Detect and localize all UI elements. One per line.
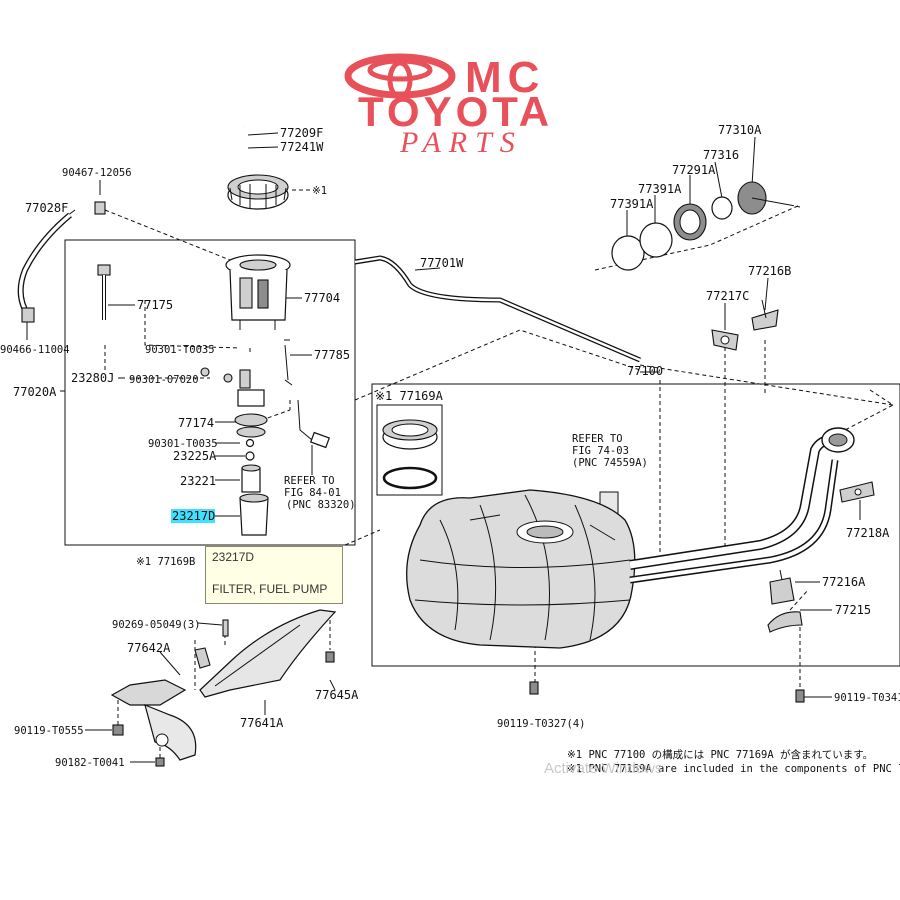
label-90467[interactable]: 90467-12056 <box>62 167 132 179</box>
protector-77641A <box>194 609 337 698</box>
label-77169A[interactable]: ※1 77169A <box>375 389 444 403</box>
label-refer-1c: (PNC 83320) <box>286 499 356 511</box>
note-japanese: ※1 PNC 77100 の構成には PNC 77169A が含まれています。 <box>567 748 873 761</box>
brand-line2: TOYOTA <box>358 88 553 135</box>
label-refer-2c: (PNC 74559A) <box>572 457 648 469</box>
label-77215[interactable]: 77215 <box>835 603 871 617</box>
label-90119-a[interactable]: 90119-T0555 <box>14 725 84 737</box>
brand-line1: MC <box>465 53 545 102</box>
label-77645A[interactable]: 77645A <box>315 688 359 702</box>
tube-77701W <box>354 255 641 363</box>
toyota-logo <box>344 53 456 100</box>
label-77391A-b[interactable]: 77391A <box>610 197 654 211</box>
label-77642A[interactable]: 77642A <box>127 641 171 655</box>
pipe-brackets <box>767 481 875 633</box>
label-77169B[interactable]: ※1 77169B <box>136 556 195 568</box>
label-note-ref-1: ※1 <box>312 185 327 197</box>
fuel-tank <box>406 489 636 649</box>
label-90269[interactable]: 90269-05049(3) <box>112 619 201 631</box>
label-90466[interactable]: 90466-11004 <box>0 344 70 356</box>
hose-clip <box>21 307 35 323</box>
label-77028F[interactable]: 77028F <box>25 201 68 215</box>
label-77020A[interactable]: 77020A <box>13 385 57 399</box>
label-90119-c[interactable]: 90119-T0341 <box>834 692 900 704</box>
label-90182[interactable]: 90182-T0041 <box>55 757 125 769</box>
label-77704[interactable]: 77704 <box>304 291 340 305</box>
label-77241W[interactable]: 77241W <box>280 140 324 154</box>
label-23280J[interactable]: 23280J <box>71 371 114 385</box>
label-77218A[interactable]: 77218A <box>846 526 890 540</box>
label-23221[interactable]: 23221 <box>180 474 216 488</box>
label-refer-2a: REFER TO <box>572 433 623 445</box>
level-sensor <box>97 264 111 320</box>
label-90301-b[interactable]: 90301-07020 <box>129 374 199 386</box>
pump-module <box>225 254 291 330</box>
label-77175[interactable]: 77175 <box>137 298 173 312</box>
label-refer-2b: FIG 74-03 <box>572 445 629 457</box>
tank-assembly-frame <box>371 383 900 667</box>
pump-internal-parts <box>200 367 330 536</box>
label-90119-b[interactable]: 90119-T0327(4) <box>497 718 586 730</box>
selected-part-highlight <box>171 509 215 523</box>
label-77310A[interactable]: 77310A <box>718 123 762 137</box>
label-77785[interactable]: 77785 <box>314 348 350 362</box>
label-90301-a[interactable]: 90301-T0035 <box>145 344 215 356</box>
vent-hose <box>162 127 246 226</box>
note-english: ※1 PNC 77169A are included in the compon… <box>567 763 900 775</box>
inset-77169A <box>376 404 443 496</box>
filler-pipe <box>629 427 855 584</box>
filler-cap-parts <box>611 181 801 271</box>
filler-brackets <box>711 299 779 351</box>
activation-watermark: Activate Windows <box>544 760 663 777</box>
label-refer-1a: REFER TO <box>284 475 335 487</box>
label-77216B[interactable]: 77216B <box>748 264 791 278</box>
pump-assembly-frame <box>64 239 356 546</box>
hose-clamp <box>94 201 106 215</box>
label-77174[interactable]: 77174 <box>178 416 214 430</box>
label-refer-1b: FIG 84-01 <box>284 487 341 499</box>
part-tooltip: 23217D FILTER, FUEL PUMP <box>205 546 343 604</box>
label-77641A[interactable]: 77641A <box>240 716 284 730</box>
retainer-ring-top <box>227 174 289 210</box>
tooltip-part-code: 23217D <box>212 550 255 564</box>
label-77391A-a[interactable]: 77391A <box>638 182 682 196</box>
bracket-77642A <box>110 679 197 761</box>
bolts <box>112 619 805 767</box>
label-90301-c[interactable]: 90301-T0035 <box>148 438 218 450</box>
label-77291A[interactable]: 77291A <box>672 163 716 177</box>
label-77100[interactable]: 77100 <box>627 364 663 378</box>
label-77209F[interactable]: 77209F <box>280 126 323 140</box>
label-23225A[interactable]: 23225A <box>173 449 217 463</box>
tooltip-part-name: FILTER, FUEL PUMP <box>212 582 328 596</box>
label-77216A[interactable]: 77216A <box>822 575 866 589</box>
label-77316[interactable]: 77316 <box>703 148 739 162</box>
wire-77785 <box>284 339 293 386</box>
brand-line3: PARTS <box>399 126 523 159</box>
label-77217C[interactable]: 77217C <box>706 289 749 303</box>
label-77701W[interactable]: 77701W <box>420 256 464 270</box>
